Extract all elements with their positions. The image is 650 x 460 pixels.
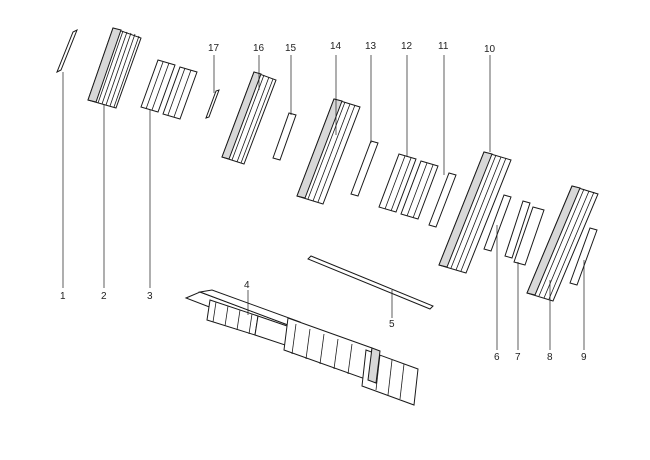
- part-5-rod: [307, 255, 434, 318]
- part-4-main-shaft: [184, 289, 419, 406]
- callout-15: 15: [285, 43, 297, 54]
- callout-8: 8: [547, 352, 553, 363]
- part-15-synchro-ring: [272, 55, 297, 161]
- part-6-synchro-ring: [483, 194, 512, 350]
- callout-14: 14: [330, 41, 342, 52]
- callout-2: 2: [101, 291, 107, 302]
- part-17-snap-ring: [205, 55, 220, 119]
- callout-9: 9: [581, 352, 587, 363]
- part-2-gear: [87, 27, 142, 288]
- callout-4: 4: [244, 280, 250, 291]
- callout-13: 13: [365, 41, 377, 52]
- callout-5: 5: [389, 319, 395, 330]
- part-10-gear: [438, 55, 512, 274]
- part-9-synchro-ring: [569, 227, 598, 350]
- part-7-hub-sleeve: [504, 200, 545, 350]
- part-1-snap-ring: [56, 28, 78, 288]
- callout-11: 11: [438, 41, 449, 52]
- callout-16: 16: [253, 43, 265, 54]
- part-11-synchro-ring: [428, 55, 457, 228]
- callout-12: 12: [401, 41, 413, 52]
- part-16-gear: [221, 55, 277, 165]
- part-14-gear: [296, 55, 361, 205]
- part-13-synchro-ring: [350, 55, 379, 197]
- part-12-needle-bearing: [378, 55, 439, 220]
- callout-3: 3: [147, 291, 153, 302]
- callout-10: 10: [484, 44, 496, 55]
- callout-6: 6: [494, 352, 500, 363]
- callout-1: 1: [60, 291, 66, 302]
- part-8-gear: [526, 185, 599, 350]
- part-3-needle-bearing: [140, 59, 198, 288]
- callout-7: 7: [515, 352, 521, 363]
- callout-17: 17: [208, 43, 220, 54]
